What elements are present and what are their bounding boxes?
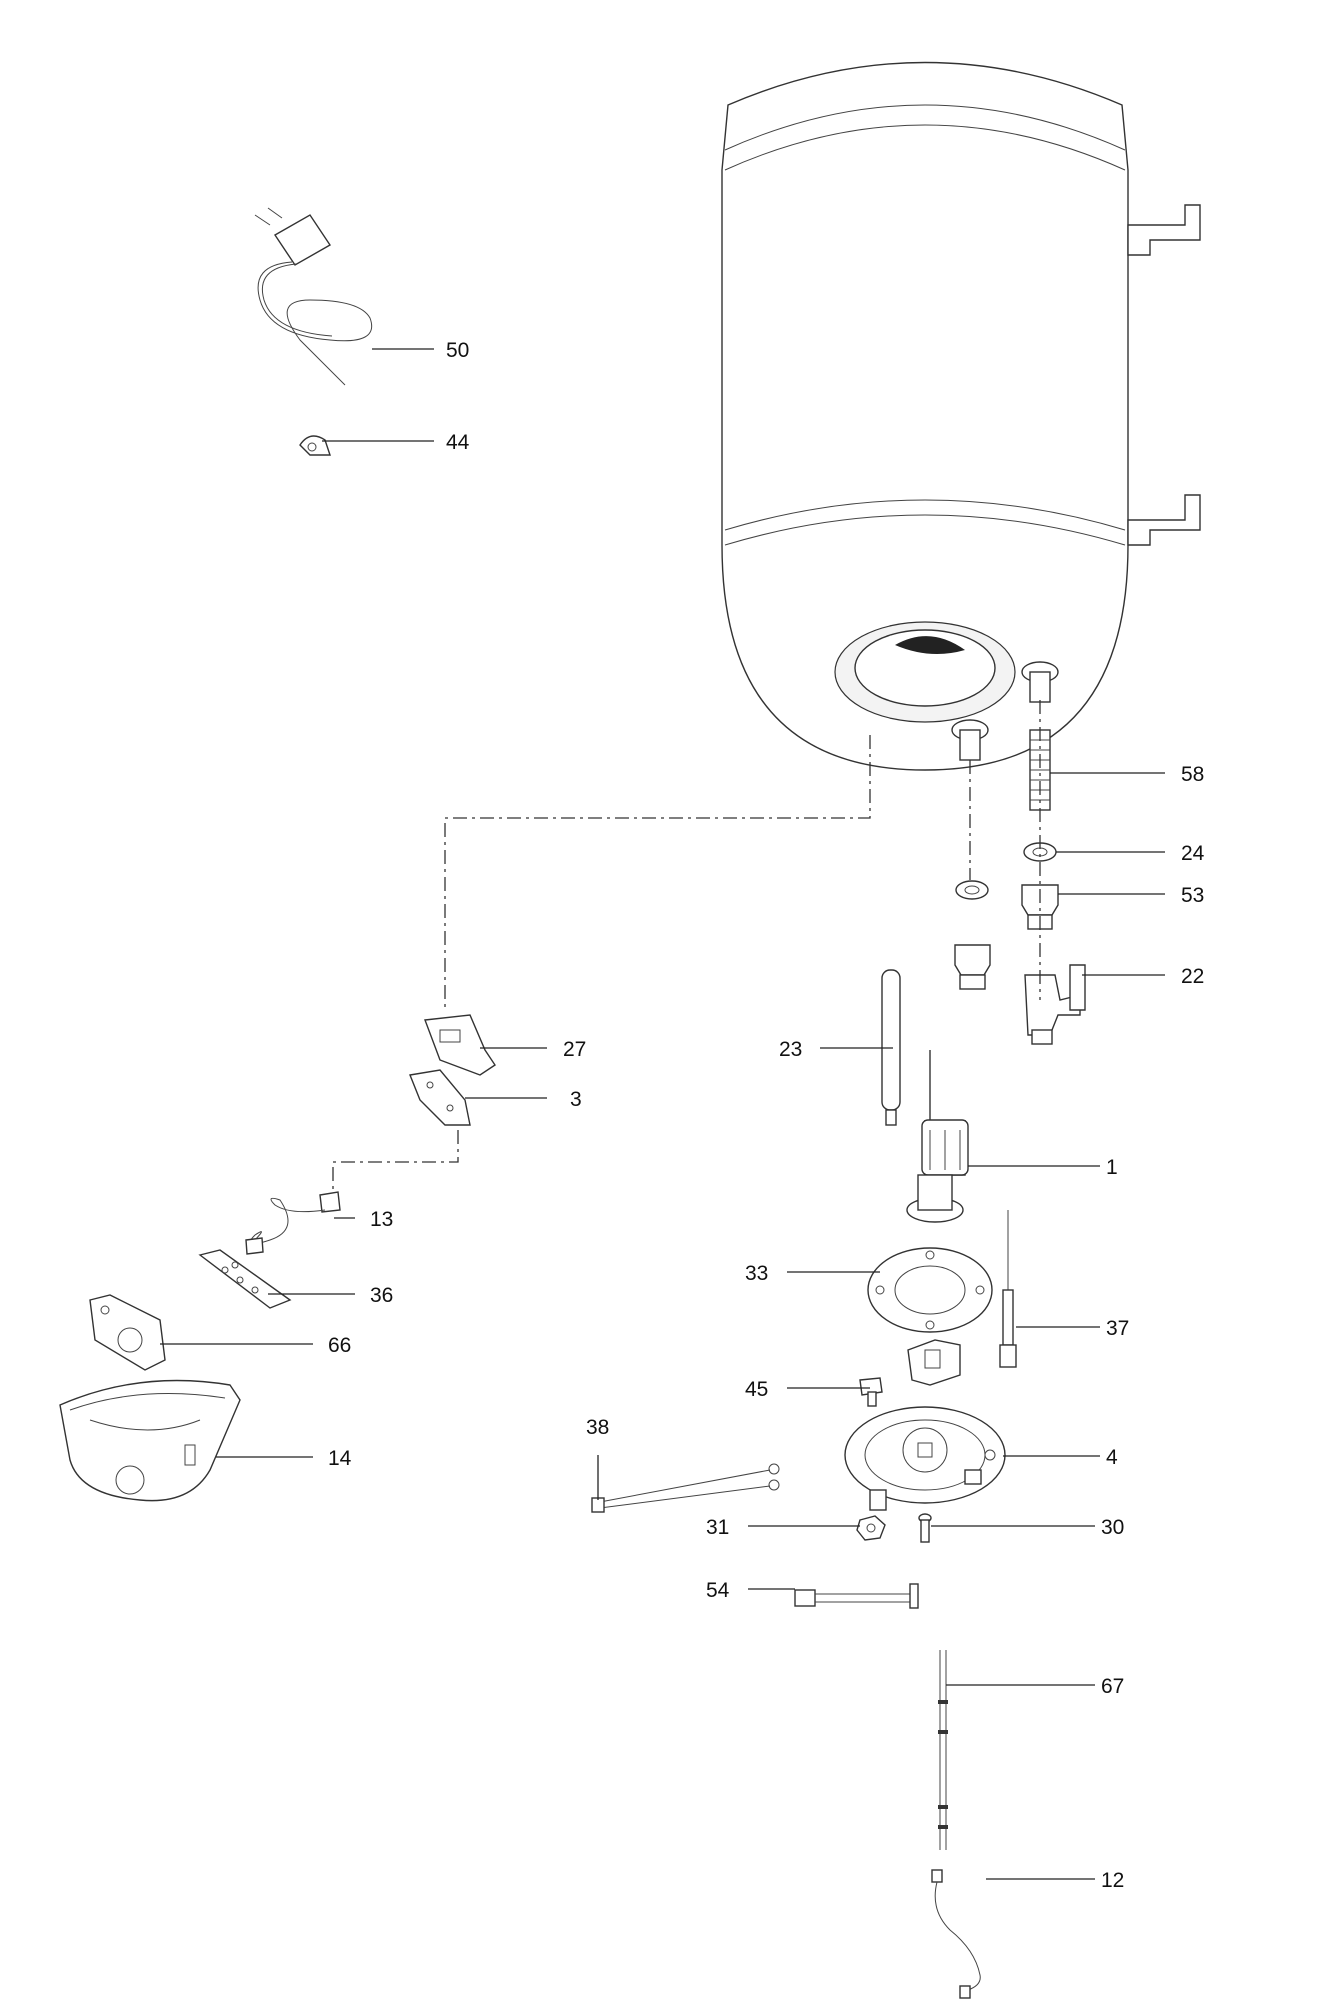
cable-clamp-part	[299, 435, 331, 456]
callout-12: 12	[1101, 1869, 1124, 1892]
callout-3: 3	[570, 1088, 582, 1111]
callout-67: 67	[1101, 1675, 1124, 1698]
fitting-parts	[954, 729, 1086, 1045]
callout-24: 24	[1181, 842, 1205, 865]
flange-gasket-part	[867, 1247, 993, 1333]
heating-element-part	[906, 1050, 969, 1223]
flange-plate-part	[844, 1406, 1006, 1511]
callout-22: 22	[1181, 965, 1204, 988]
callout-23: 23	[779, 1038, 802, 1061]
wiring-harness-part	[245, 1191, 341, 1255]
nut-part	[856, 1515, 886, 1541]
power-cord-part	[254, 207, 372, 386]
thermostat-parts	[409, 1014, 496, 1126]
callout-38: 38	[586, 1416, 609, 1439]
callout-33: 33	[745, 1262, 768, 1285]
control-panel-part	[89, 1294, 166, 1371]
bottom-cover-part	[59, 1379, 241, 1502]
screw-part	[859, 1377, 883, 1407]
connector-cable-part	[794, 1583, 919, 1609]
callout-53: 53	[1181, 884, 1204, 907]
callout-30: 30	[1101, 1516, 1124, 1539]
guide-line	[332, 1130, 459, 1195]
sensor-cable-part	[931, 1869, 981, 1999]
callout-66: 66	[328, 1334, 351, 1357]
callout-37: 37	[1106, 1317, 1129, 1340]
magnesium-anode-part	[881, 969, 901, 1126]
callout-36: 36	[370, 1284, 393, 1307]
callout-44: 44	[446, 431, 470, 454]
mounting-bracket-part	[907, 1339, 961, 1386]
callout-14: 14	[328, 1447, 352, 1470]
callout-31: 31	[706, 1516, 729, 1539]
callout-58: 58	[1181, 763, 1204, 786]
callout-1: 1	[1106, 1156, 1118, 1179]
callout-labels: 50 44 58 24 53 22 27 3 23 1 13 36 33 37 …	[328, 339, 1205, 1892]
callout-4: 4	[1106, 1446, 1118, 1469]
leader-lines	[160, 348, 1165, 1880]
callout-54: 54	[706, 1579, 730, 1602]
circuit-board-part	[198, 1249, 292, 1309]
sensor-rod-part	[938, 1650, 948, 1850]
callout-45: 45	[745, 1378, 768, 1401]
guide-line	[444, 735, 871, 1010]
callout-50: 50	[446, 339, 469, 362]
ground-wire-part	[591, 1463, 780, 1513]
callout-27: 27	[563, 1038, 586, 1061]
thermostat-probe-part	[999, 1210, 1017, 1368]
bolt-part	[918, 1513, 932, 1543]
callout-13: 13	[370, 1208, 393, 1231]
water-heater-tank	[721, 61, 1201, 771]
